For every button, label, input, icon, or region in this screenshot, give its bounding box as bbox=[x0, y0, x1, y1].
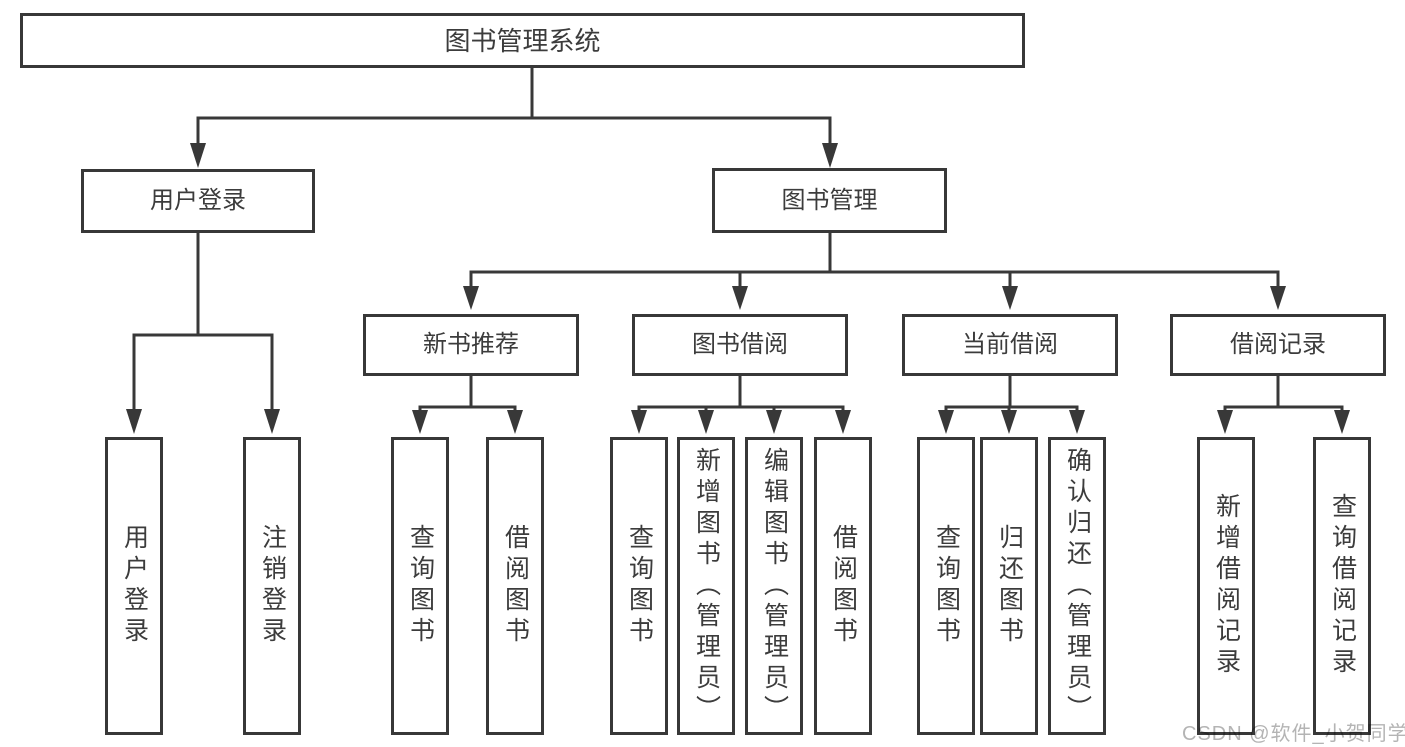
arrow-bb-edit-books bbox=[766, 410, 782, 434]
connector-user-login-rail bbox=[132, 333, 274, 411]
leaf-br-add-borrow-record: 新增借阅记录 bbox=[1197, 437, 1255, 735]
arrow-book-management bbox=[822, 143, 838, 168]
csdn-watermark: CSDN @软件_小贺同学 bbox=[1182, 723, 1405, 745]
arrow-cb-query-books bbox=[938, 410, 954, 434]
connector-level2-rail bbox=[196, 116, 832, 144]
arrow-new-book-recommend bbox=[463, 286, 479, 310]
connector-book-borrowing-rail bbox=[637, 405, 845, 412]
node-book-borrowing: 图书借阅 bbox=[632, 314, 848, 376]
leaf-bb-edit-books-admin: 编辑图书（管理员） bbox=[745, 437, 803, 735]
leaf-bb-borrow-books: 借阅图书 bbox=[814, 437, 872, 735]
arrow-br-add-record bbox=[1217, 410, 1233, 434]
arrow-nb-borrow-books bbox=[507, 410, 523, 434]
connector-current-borrowing-rail bbox=[944, 405, 1079, 412]
leaf-cb-confirm-return-admin: 确认归还（管理员） bbox=[1048, 437, 1106, 735]
arrow-borrow-records bbox=[1270, 286, 1286, 310]
arrow-user-login bbox=[190, 143, 206, 168]
leaf-nb-query-books: 查询图书 bbox=[391, 437, 449, 735]
arrow-cb-return-books bbox=[1001, 410, 1017, 434]
leaf-cb-query-books: 查询图书 bbox=[917, 437, 975, 735]
arrow-nb-query-books bbox=[412, 410, 428, 434]
arrow-bb-add-books bbox=[698, 410, 714, 434]
connector-borrow-records-rail bbox=[1223, 405, 1344, 412]
node-borrow-records: 借阅记录 bbox=[1170, 314, 1386, 376]
arrow-leaf-user-login bbox=[126, 409, 142, 434]
arrow-bb-borrow-books bbox=[835, 410, 851, 434]
leaf-bb-query-books: 查询图书 bbox=[610, 437, 668, 735]
node-book-management: 图书管理 bbox=[712, 168, 947, 233]
leaf-logout: 注销登录 bbox=[243, 437, 301, 735]
leaf-cb-return-books: 归还图书 bbox=[980, 437, 1038, 735]
arrow-book-borrowing bbox=[732, 286, 748, 310]
node-root: 图书管理系统 bbox=[20, 13, 1025, 68]
leaf-br-query-borrow-record: 查询借阅记录 bbox=[1313, 437, 1371, 735]
arrow-br-query-record bbox=[1334, 410, 1350, 434]
node-current-borrowing: 当前借阅 bbox=[902, 314, 1118, 376]
node-new-book-recommend: 新书推荐 bbox=[363, 314, 579, 376]
connector-new-book-rail bbox=[418, 405, 517, 412]
leaf-bb-add-books-admin: 新增图书（管理员） bbox=[677, 437, 735, 735]
arrow-cb-confirm-return bbox=[1069, 410, 1085, 434]
connector-level3-rail bbox=[469, 270, 1280, 289]
leaf-nb-borrow-books: 借阅图书 bbox=[486, 437, 544, 735]
arrow-leaf-logout bbox=[264, 409, 280, 434]
node-user-login: 用户登录 bbox=[81, 169, 315, 233]
arrow-bb-query-books bbox=[631, 410, 647, 434]
arrow-current-borrowing bbox=[1002, 286, 1018, 310]
leaf-user-login: 用户登录 bbox=[105, 437, 163, 735]
